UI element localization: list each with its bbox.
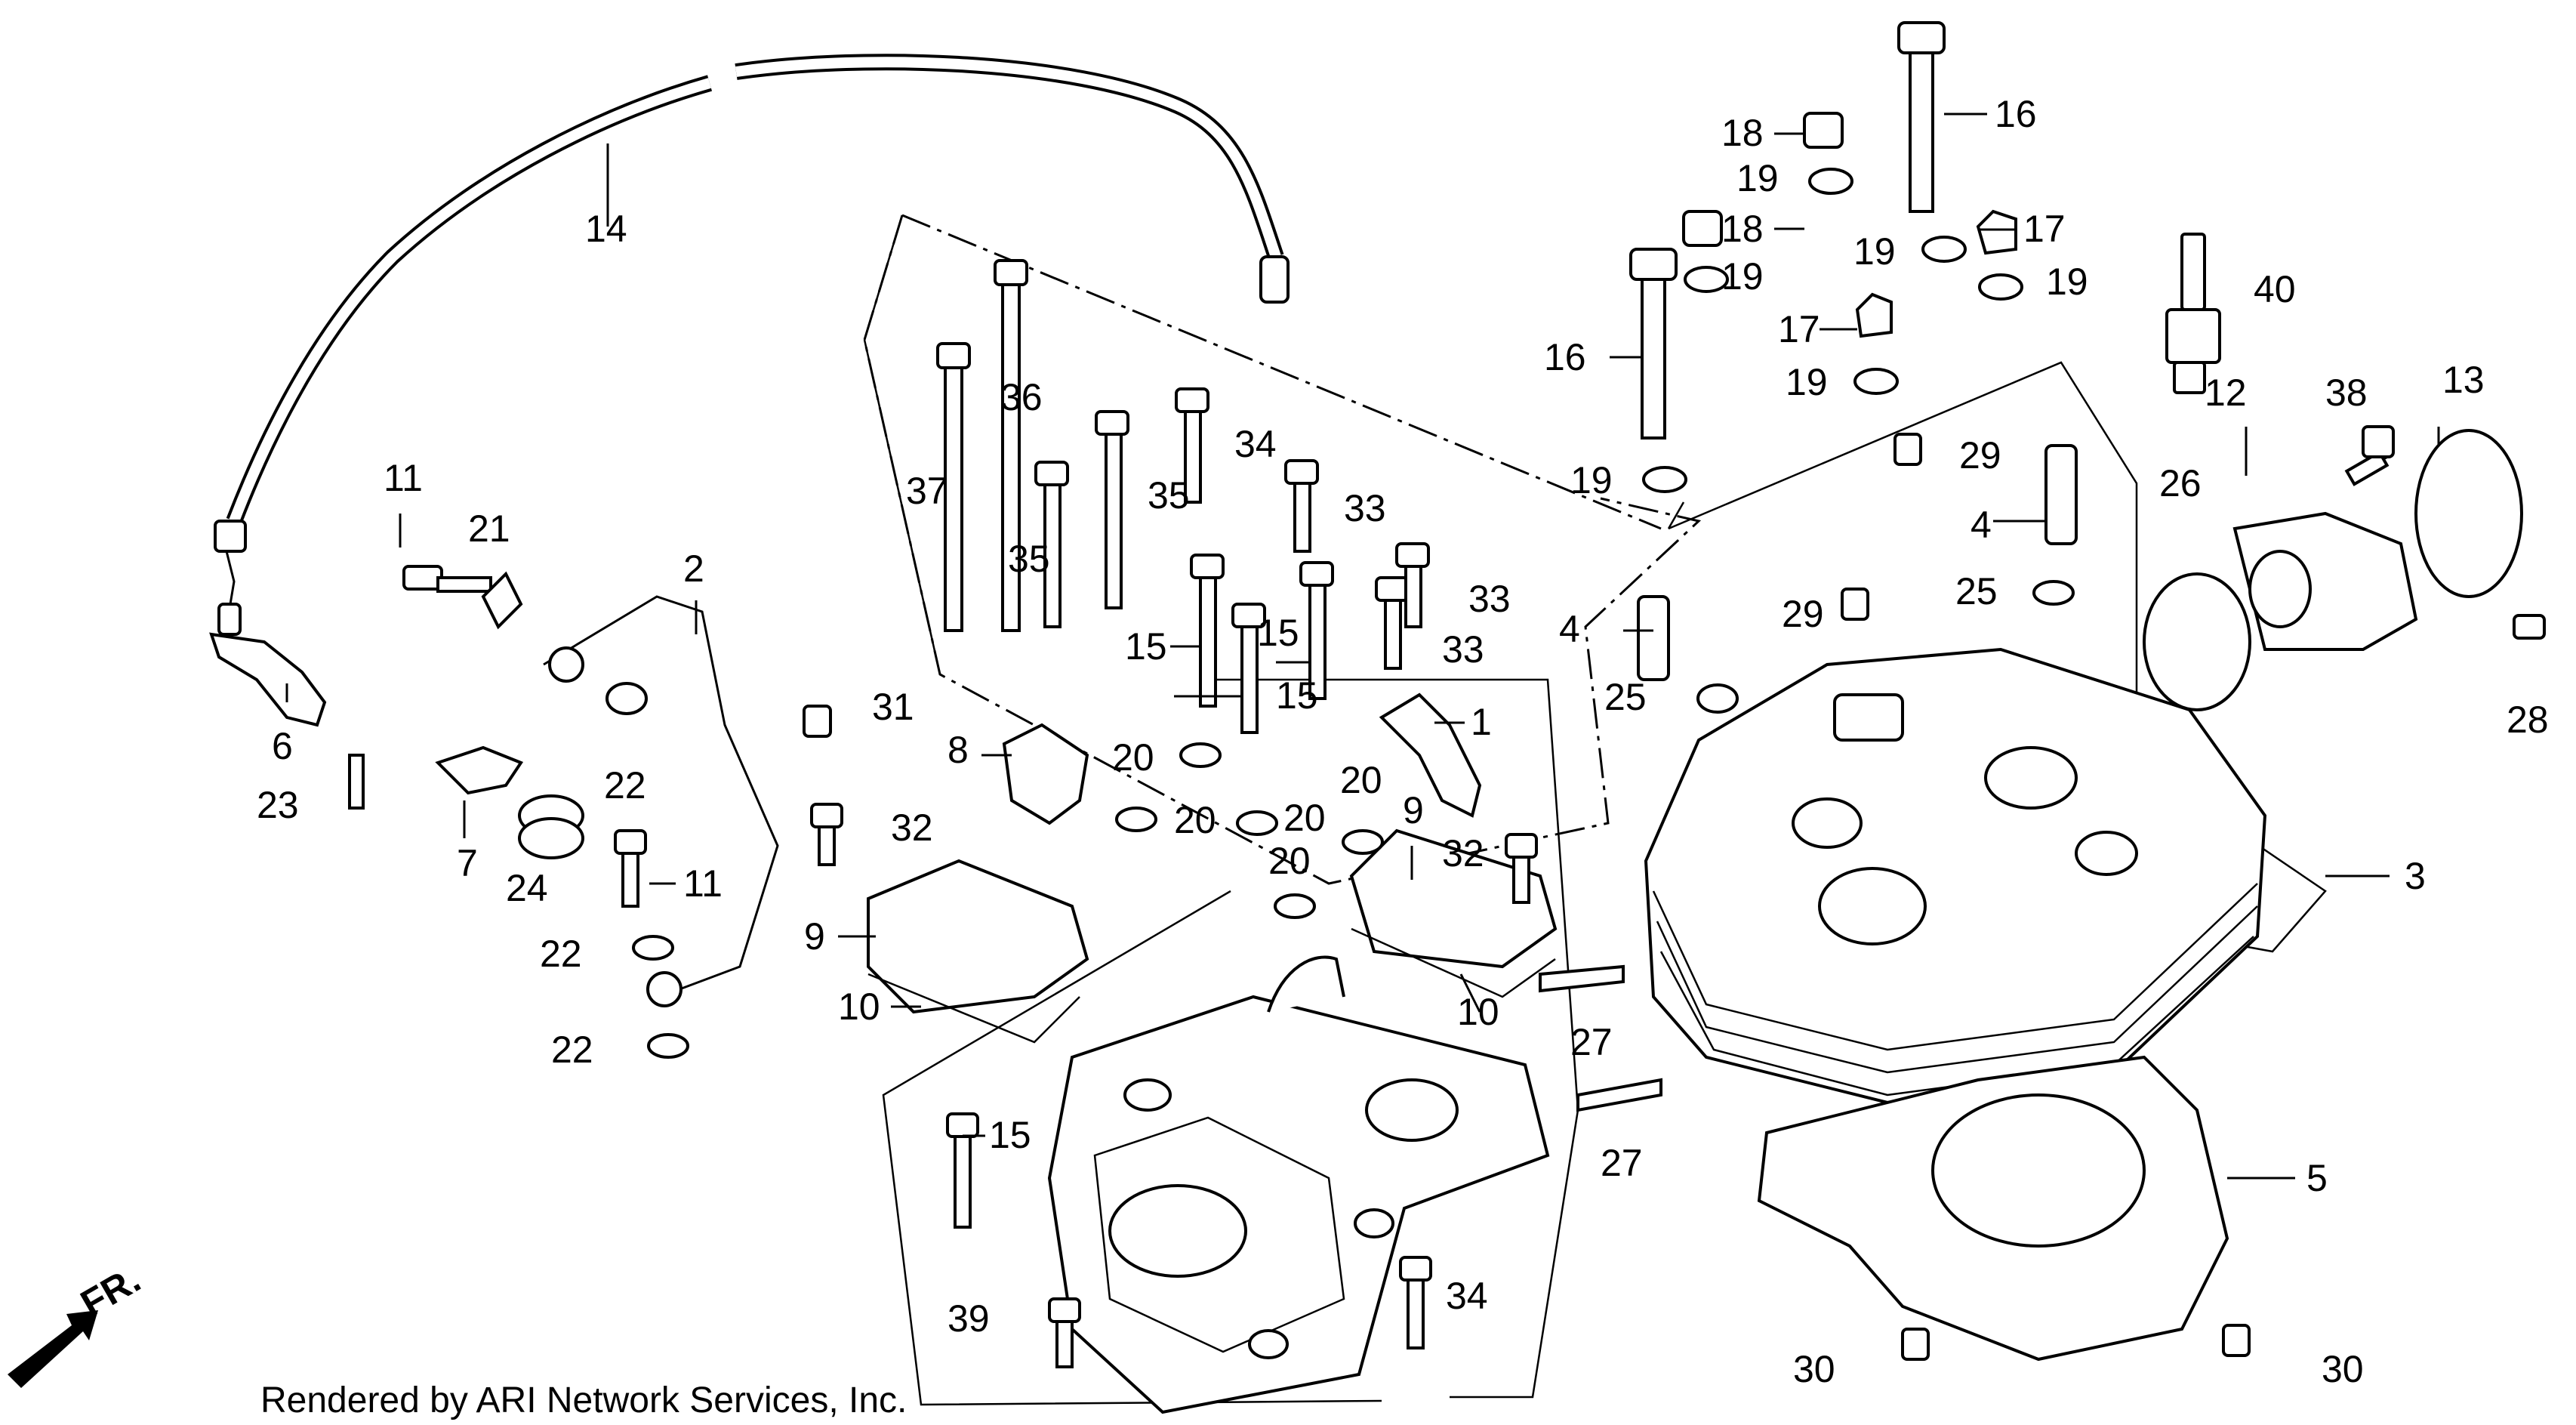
intake-manifold <box>2143 429 2523 711</box>
callout-18: 18 <box>1721 208 1764 250</box>
callout-10: 10 <box>838 985 880 1028</box>
callout-37: 37 <box>906 470 948 512</box>
callout-27: 27 <box>1601 1142 1643 1184</box>
callout-25: 25 <box>1955 570 1998 612</box>
callout-19: 19 <box>1736 157 1779 199</box>
callout-20: 20 <box>1174 799 1216 841</box>
callout-17: 17 <box>2023 208 2066 250</box>
callout-16: 16 <box>1995 93 2037 135</box>
callout-19: 19 <box>1853 230 1896 273</box>
callout-35: 35 <box>1148 474 1190 517</box>
leader-lines <box>285 113 2440 1180</box>
callout-21: 21 <box>468 507 510 550</box>
callout-22: 22 <box>551 1029 593 1071</box>
callout-36: 36 <box>1000 376 1043 418</box>
callout-10: 10 <box>1457 991 1499 1033</box>
callout-33: 33 <box>1442 628 1484 671</box>
callout-33: 33 <box>1344 487 1386 529</box>
long-studs <box>936 259 1430 734</box>
callout-13: 13 <box>2442 359 2485 401</box>
callout-17: 17 <box>1778 308 1820 350</box>
callout-29: 29 <box>1782 593 1824 635</box>
callout-20: 20 <box>1340 759 1382 801</box>
callout-1: 1 <box>1471 701 1492 743</box>
front-direction-arrow: FR. <box>8 1258 147 1388</box>
callout-20: 20 <box>1268 840 1311 882</box>
callout-15: 15 <box>989 1114 1031 1156</box>
callout-14: 14 <box>585 208 627 250</box>
callout-26: 26 <box>2159 462 2202 504</box>
callout-23: 23 <box>257 784 299 826</box>
washers <box>348 168 2546 1368</box>
callout-38: 38 <box>2325 372 2368 414</box>
callout-6: 6 <box>272 725 293 767</box>
callout-8: 8 <box>948 729 969 771</box>
callout-9: 9 <box>804 915 825 958</box>
callout-22: 22 <box>604 764 646 807</box>
callout-24: 24 <box>506 867 548 909</box>
callout-33: 33 <box>1468 578 1511 620</box>
head-gasket <box>1757 1055 2229 1362</box>
callout-40: 40 <box>2254 268 2296 310</box>
callout-22: 22 <box>540 933 582 975</box>
cylinder-head <box>1644 647 2267 1105</box>
callout-31: 31 <box>872 686 914 728</box>
callout-19: 19 <box>1721 255 1764 298</box>
throttle-cable <box>214 54 1290 636</box>
valve-covers <box>867 828 1558 1044</box>
callout-11: 11 <box>384 457 423 499</box>
callout-4: 4 <box>1559 608 1580 650</box>
callout-9: 9 <box>1403 789 1424 831</box>
callout-12: 12 <box>2205 372 2247 414</box>
callout-19: 19 <box>1570 459 1613 501</box>
callout-34: 34 <box>1234 423 1277 465</box>
callout-29: 29 <box>1959 434 2001 477</box>
callout-3: 3 <box>2405 855 2426 897</box>
render-credit: Rendered by ARI Network Services, Inc. <box>260 1380 907 1420</box>
callout-5: 5 <box>2306 1157 2328 1199</box>
callout-25: 25 <box>1604 676 1647 718</box>
callout-32: 32 <box>1442 832 1484 874</box>
callout-19: 19 <box>1786 361 1828 403</box>
small-parts <box>209 21 2251 1361</box>
callout-labels: 1 2 3 4 4 5 6 7 8 9 9 10 10 11 11 12 13 … <box>257 93 2549 1390</box>
callout-30: 30 <box>1793 1348 1835 1390</box>
callout-15: 15 <box>1125 625 1167 668</box>
callout-15: 15 <box>1257 612 1299 654</box>
callout-18: 18 <box>1721 112 1764 154</box>
callout-2: 2 <box>683 547 704 590</box>
callout-19: 19 <box>2046 261 2088 303</box>
camshaft-holder <box>1047 955 1550 1414</box>
callout-20: 20 <box>1112 736 1154 779</box>
callout-7: 7 <box>457 842 478 884</box>
callout-39: 39 <box>948 1297 990 1340</box>
callout-15: 15 <box>1276 674 1318 717</box>
callout-35: 35 <box>1008 538 1050 580</box>
callout-28: 28 <box>2507 699 2549 741</box>
callout-34: 34 <box>1446 1275 1488 1317</box>
callout-32: 32 <box>891 807 933 849</box>
callout-30: 30 <box>2322 1348 2364 1390</box>
callout-4: 4 <box>1971 504 1992 546</box>
callout-16: 16 <box>1544 336 1586 378</box>
callout-20: 20 <box>1283 797 1326 839</box>
callout-11: 11 <box>683 862 723 905</box>
callout-27: 27 <box>1570 1021 1613 1063</box>
